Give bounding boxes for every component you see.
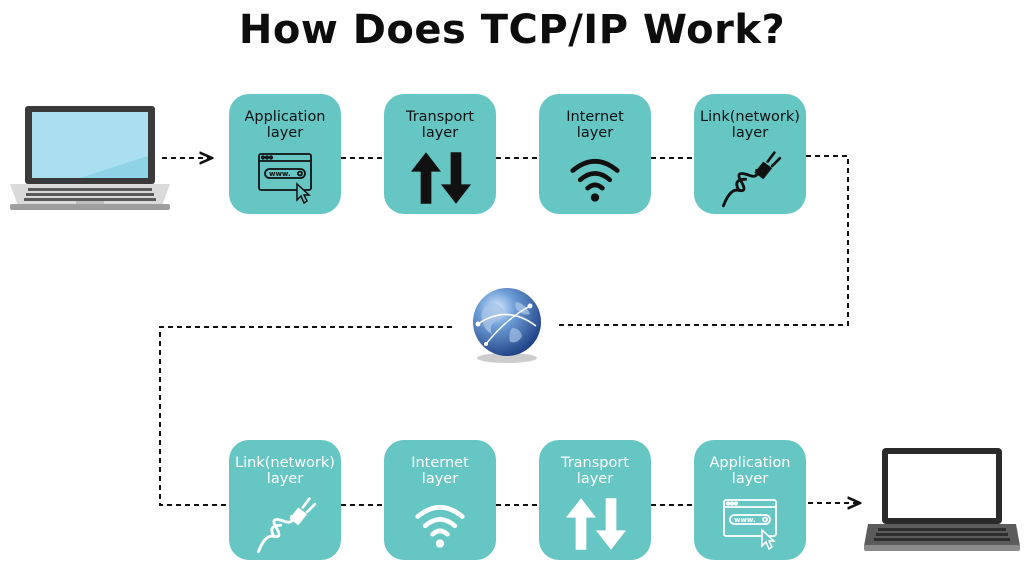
layer-label: Link(network)layer	[700, 109, 800, 141]
laptop-white-screen-icon	[864, 448, 1020, 551]
layer-label: Link(network)layer	[235, 455, 335, 487]
line-globe-to-link	[159, 326, 452, 506]
power-plug-icon	[721, 151, 782, 208]
globe-icon	[473, 288, 541, 363]
svg-text:www.: www.	[734, 516, 756, 524]
browser-window-icon: www.	[723, 499, 777, 551]
sender-link-layer: Link(network)layer	[694, 94, 806, 214]
line-link-to-globe	[558, 155, 849, 326]
wifi-icon	[415, 504, 465, 548]
diagram-title: How Does TCP/IP Work?	[238, 7, 786, 53]
laptop-blue-screen-icon	[10, 106, 170, 210]
power-plug-icon	[256, 497, 317, 554]
up-down-arrows-icon	[411, 152, 471, 204]
browser-window-icon: www.	[258, 153, 312, 205]
receiver-link-layer: Link(network)layer	[229, 440, 341, 560]
up-down-arrows-icon	[566, 498, 626, 550]
wifi-icon	[570, 158, 620, 202]
svg-text:www.: www.	[269, 170, 291, 178]
